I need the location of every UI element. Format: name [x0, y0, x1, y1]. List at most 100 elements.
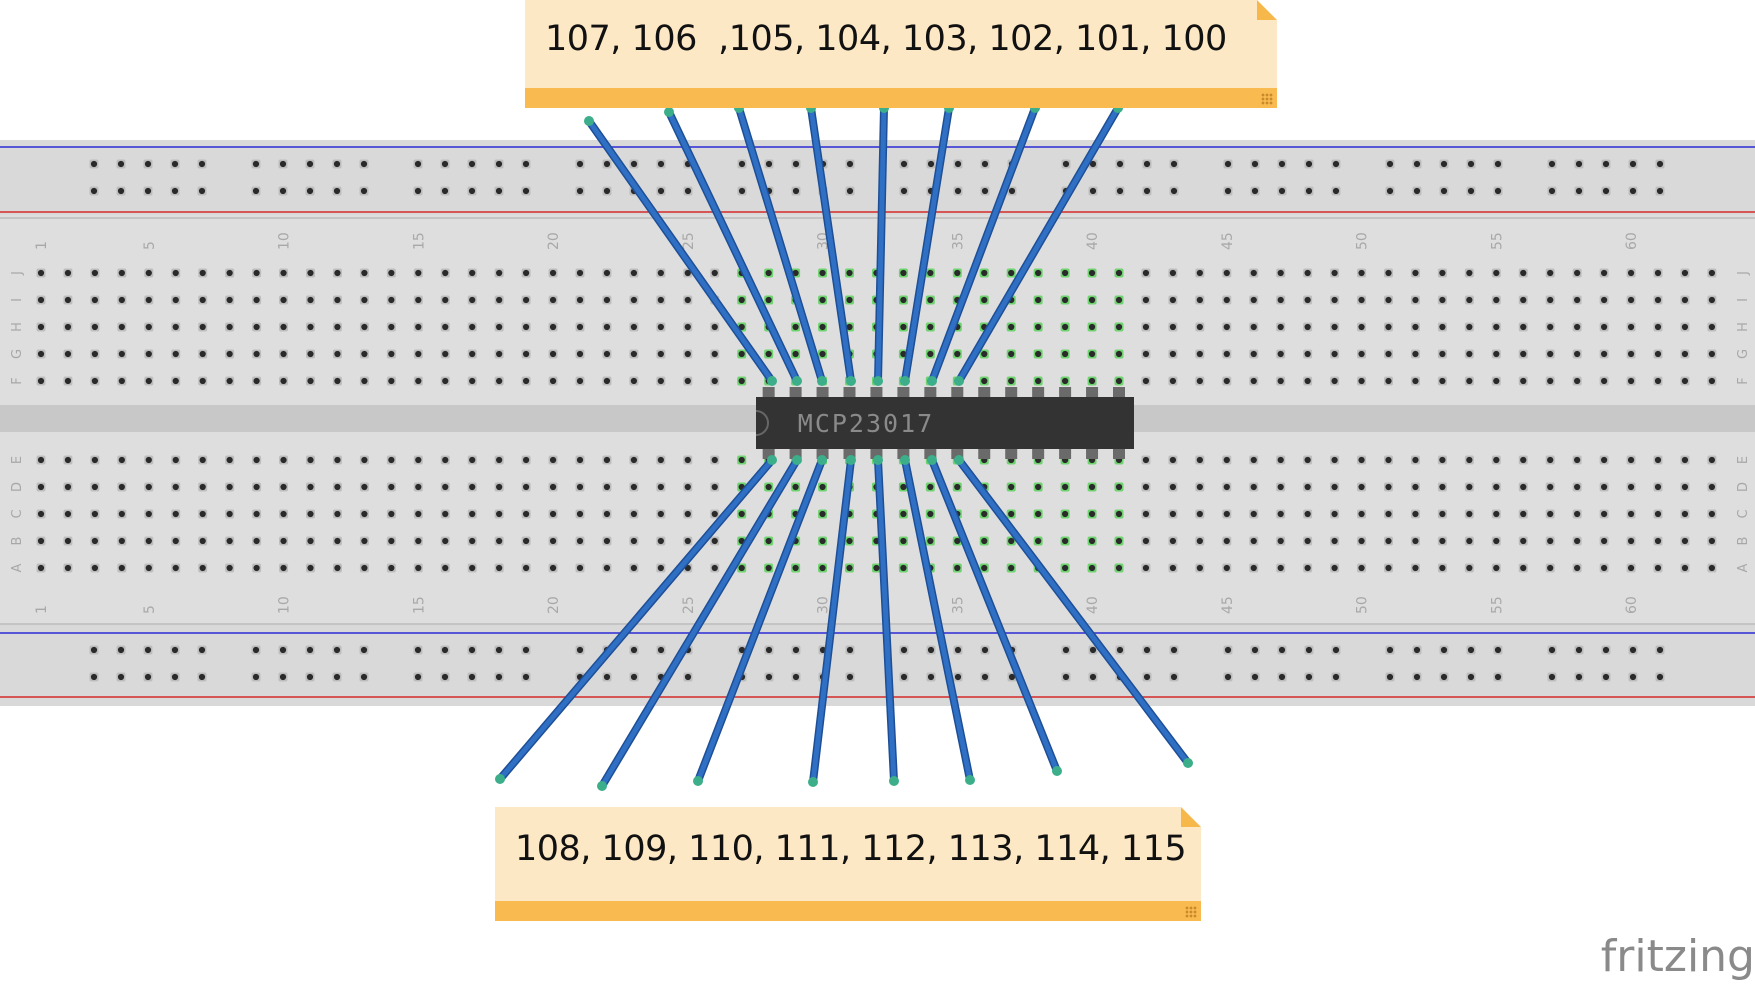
- wire: [875, 105, 887, 384]
- breadboard-hole: [1062, 323, 1069, 331]
- breadboard-hole: [1547, 296, 1554, 304]
- breadboard-hole: [253, 323, 260, 331]
- breadboard-hole: [1008, 510, 1015, 518]
- breadboard-hole: [307, 564, 314, 572]
- breadboard-hole: [711, 323, 718, 331]
- rail-hole: [1224, 187, 1232, 195]
- breadboard-hole: [388, 377, 395, 385]
- breadboard-hole: [1385, 510, 1392, 518]
- breadboard-hole: [1547, 510, 1554, 518]
- breadboard-hole: [307, 456, 314, 464]
- breadboard-hole: [981, 296, 988, 304]
- rail-hole: [1305, 160, 1313, 168]
- rail-hole: [1656, 646, 1664, 654]
- breadboard-hole: [1601, 377, 1608, 385]
- wire: [666, 109, 800, 384]
- rail-hole: [1089, 646, 1097, 654]
- rail-hole: [927, 160, 935, 168]
- rail-hole: [252, 646, 260, 654]
- chip-pin: [951, 387, 964, 397]
- breadboard-hole: [792, 323, 799, 331]
- note-top[interactable]: 107, 106 ,105, 104, 103, 102, 101, 100: [525, 0, 1277, 108]
- breadboard-hole: [226, 456, 233, 464]
- wire-end: [846, 455, 856, 465]
- breadboard-hole: [927, 323, 934, 331]
- wire-end: [495, 774, 505, 784]
- rail-hole: [1143, 187, 1151, 195]
- breadboard-hole: [1277, 350, 1284, 358]
- breadboard-hole: [657, 456, 664, 464]
- breadboard-hole: [118, 510, 125, 518]
- breadboard-hole: [1331, 564, 1338, 572]
- breadboard-hole: [172, 323, 179, 331]
- wire-end: [817, 376, 827, 386]
- rail-hole: [441, 160, 449, 168]
- breadboard-hole: [226, 269, 233, 277]
- column-number-top: 20: [546, 232, 562, 250]
- wire-end: [954, 455, 964, 465]
- breadboard-hole: [388, 564, 395, 572]
- breadboard-hole: [415, 296, 422, 304]
- chip-pin: [951, 449, 964, 459]
- chip-pin: [1113, 449, 1125, 459]
- breadboard-hole: [442, 350, 449, 358]
- breadboard-hole: [172, 377, 179, 385]
- breadboard-hole: [1142, 483, 1150, 491]
- breadboard-hole: [64, 510, 72, 518]
- rail-hole: [1116, 160, 1124, 168]
- breadboard-hole: [1304, 483, 1311, 491]
- breadboard-hole: [1574, 323, 1581, 331]
- breadboard-hole: [630, 564, 638, 572]
- rail-hole: [603, 160, 611, 168]
- breadboard-hole: [1115, 537, 1123, 545]
- breadboard-hole: [469, 350, 476, 358]
- breadboard-hole: [981, 269, 988, 277]
- breadboard-hole: [1088, 564, 1096, 572]
- breadboard-hole: [1708, 483, 1715, 491]
- rail-hole: [954, 673, 962, 681]
- chip-pin: [1059, 387, 1072, 397]
- breadboard-hole: [388, 456, 395, 464]
- breadboard-hole: [523, 377, 530, 385]
- rail-hole: [1116, 646, 1124, 654]
- breadboard-hole: [1385, 564, 1392, 572]
- breadboard-hole: [1250, 564, 1257, 572]
- row-letter: E: [10, 456, 25, 464]
- rail-hole: [792, 646, 800, 654]
- column-number-bottom: 1: [34, 605, 50, 614]
- breadboard-hole: [523, 350, 530, 358]
- rail-hole: [468, 160, 476, 168]
- note-bottom[interactable]: 108, 109, 110, 111, 112, 113, 114, 115: [495, 807, 1201, 921]
- rail-hole: [765, 646, 773, 654]
- rail-hole: [1548, 187, 1556, 195]
- chip-pin: [897, 387, 910, 397]
- column-number-top: 5: [142, 241, 158, 250]
- rail-hole: [198, 673, 206, 681]
- rail-hole: [90, 673, 98, 681]
- breadboard-hole: [334, 323, 341, 331]
- breadboard-hole: [1008, 377, 1015, 385]
- breadboard-hole: [630, 377, 638, 385]
- breadboard-hole: [1223, 323, 1230, 331]
- breadboard-hole: [1331, 483, 1338, 491]
- mcp23017-chip[interactable]: MCP23017: [755, 387, 1134, 459]
- resize-grip-icon[interactable]: [1261, 93, 1273, 105]
- breadboard-hole: [1062, 350, 1069, 358]
- breadboard-hole: [91, 456, 98, 464]
- column-number-top: 45: [1220, 232, 1236, 250]
- row-letter: I: [1736, 298, 1751, 302]
- breadboard-hole: [1574, 377, 1581, 385]
- breadboard-hole: [469, 296, 476, 304]
- breadboard-hole: [1627, 350, 1635, 358]
- breadboard-hole: [1574, 537, 1581, 545]
- breadboard-hole: [226, 537, 233, 545]
- resize-grip-icon[interactable]: [1185, 906, 1197, 918]
- rail-hole: [468, 187, 476, 195]
- breadboard-hole: [1223, 269, 1230, 277]
- breadboard-hole: [415, 350, 422, 358]
- wire-end: [846, 376, 856, 386]
- breadboard-hole: [1708, 564, 1715, 572]
- breadboard-hole: [1547, 377, 1554, 385]
- breadboard-hole: [981, 377, 988, 385]
- rail-hole: [765, 160, 773, 168]
